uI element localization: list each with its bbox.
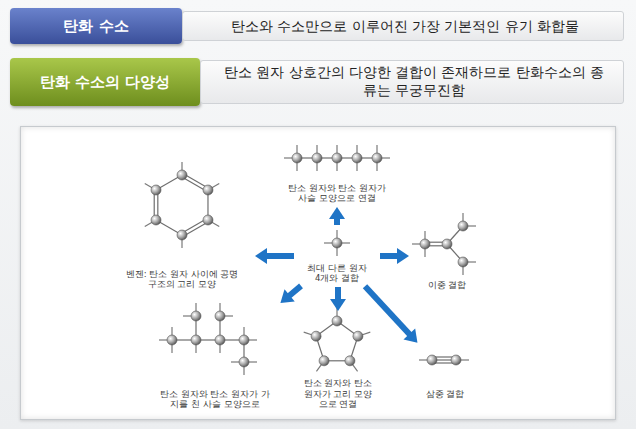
structure-group: 탄소 원자와 탄소 원자가 고리 모양으로 연결 — [300, 314, 376, 410]
arrow-shaft — [335, 287, 341, 301]
carbon-atom — [458, 221, 468, 231]
definition-band: 탄소 원자 상호간의 다양한 결합이 존재하므로 탄화수소의 종류는 무궁무진함 — [200, 60, 624, 104]
carbon-atom — [458, 257, 468, 267]
carbon-atom — [353, 331, 363, 341]
structure-caption: 이중 결합 — [415, 280, 479, 291]
molecule — [412, 213, 476, 275]
block-arrow — [330, 287, 346, 311]
carbon-atom — [203, 185, 213, 195]
carbon-atom — [451, 355, 461, 365]
block-arrow — [365, 286, 417, 343]
arrow-head — [403, 329, 417, 343]
carbon-atom — [177, 170, 187, 180]
block-arrow — [280, 286, 301, 303]
center-atom-group: 최대 다른 원자 4개와 결합 — [297, 228, 377, 284]
carbon-atom — [311, 331, 321, 341]
title-tab: 탄화 수소 — [10, 8, 182, 44]
structure-caption: 최대 다른 원자 4개와 결합 — [304, 263, 370, 284]
structure-caption: 탄소 원자와 탄소 원자가 사슬 모양으로 연결 — [287, 183, 387, 204]
block-arrow — [329, 207, 345, 225]
carbon-atom — [167, 335, 177, 345]
molecule — [324, 230, 350, 256]
description-text: 탄소와 수소만으로 이루어진 가장 기본적인 유기 화합물 — [231, 17, 580, 35]
carbon-atom — [239, 357, 249, 367]
tab-label: 탄화 수소의 다양성 — [40, 73, 170, 92]
title-tab: 탄화 수소의 다양성 — [10, 58, 200, 106]
description-text: 탄소 원자 상호간의 다양한 결합이 존재하므로 탄화수소의 종류는 무궁무진함 — [217, 64, 611, 99]
carbon-atom — [427, 355, 437, 365]
carbon-atom — [215, 335, 225, 345]
definition-band: 탄소와 수소만으로 이루어진 가장 기본적인 유기 화합물 — [182, 11, 624, 41]
arrow-shaft — [288, 286, 301, 297]
carbon-atom — [151, 215, 161, 225]
carbon-atom — [239, 335, 249, 345]
structure-caption: 벤젠: 탄소 원자 사이에 공명 구조의 고리 모양 — [120, 269, 244, 290]
carbon-atom — [345, 356, 355, 366]
carbon-atom — [352, 153, 362, 163]
structure-group: 이중 결합 — [412, 215, 482, 291]
molecule — [159, 303, 257, 375]
arrow-head — [255, 248, 267, 264]
carbon-atom — [312, 153, 322, 163]
carbon-atom — [372, 153, 382, 163]
structure-caption: 탄소 원자와 탄소 원자가 고리 모양으로 연결 — [300, 378, 376, 410]
carbon-atom — [332, 238, 342, 248]
arrow-shaft — [365, 286, 411, 335]
carbon-atom — [203, 215, 213, 225]
panel-frame — [20, 126, 616, 420]
carbon-atom — [332, 316, 342, 326]
structure-group: 삼중 결합 — [405, 345, 485, 400]
molecule — [419, 355, 469, 365]
carbon-atom — [292, 153, 302, 163]
carbon-atom — [420, 239, 430, 249]
carbon-atom — [151, 185, 161, 195]
tab-label: 탄화 수소 — [63, 17, 128, 36]
carbon-atom — [332, 153, 342, 163]
molecule — [145, 162, 219, 248]
arrow-head — [329, 207, 345, 219]
structure-group: 벤젠: 탄소 원자 사이에 공명 구조의 고리 모양 — [112, 165, 252, 290]
arrow-head — [280, 289, 294, 303]
block-arrow — [255, 248, 294, 264]
arrow-shaft — [380, 253, 399, 259]
structure-caption: 삼중 결합 — [410, 389, 480, 400]
molecule — [304, 308, 371, 371]
arrow-shaft — [265, 253, 294, 259]
carbon-atom — [177, 230, 187, 240]
structure-group: 탄소 원자와 탄소 원자가 가지를 친 사슬 모양으로 — [150, 305, 280, 410]
arrow-head — [330, 299, 346, 311]
block-arrow — [380, 248, 409, 264]
carbon-atom — [442, 239, 452, 249]
carbon-atom — [319, 356, 329, 366]
carbon-atom — [215, 311, 225, 321]
structure-caption: 탄소 원자와 탄소 원자가 가지를 친 사슬 모양으로 — [159, 389, 271, 410]
arrow-head — [397, 248, 409, 264]
molecule — [284, 145, 390, 171]
carbon-atom — [191, 311, 201, 321]
carbon-atom — [191, 335, 201, 345]
structure-group: 탄소 원자와 탄소 원자가 사슬 모양으로 연결 — [278, 146, 396, 204]
